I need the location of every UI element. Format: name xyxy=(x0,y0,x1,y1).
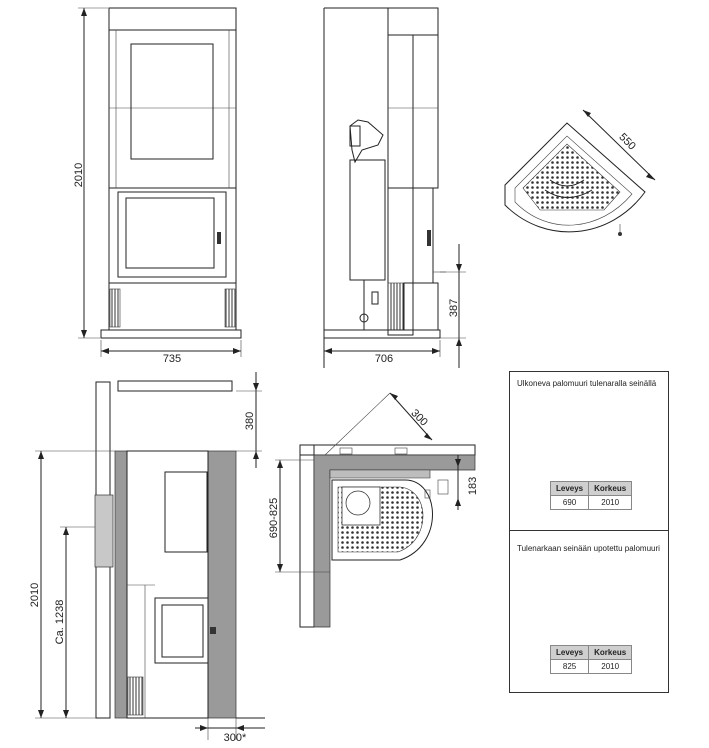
section-top-label: 380 xyxy=(244,412,256,430)
table-header-width: Leveys xyxy=(549,645,590,660)
section-ca-label: Ca. 1238 xyxy=(54,600,66,645)
plan-183-label: 183 xyxy=(467,477,479,495)
plan-view: 690-825 183 300 xyxy=(268,392,479,628)
panel-divider xyxy=(509,530,669,531)
table-header-width: Leveys xyxy=(549,481,590,496)
table-header-height: Korkeus xyxy=(588,645,633,660)
table-header-height: Korkeus xyxy=(588,481,633,496)
side-view: 387 706 xyxy=(323,7,466,368)
table-cell-height: 2010 xyxy=(588,495,633,510)
table-cell-width: 825 xyxy=(549,659,590,674)
section-view: 380 2010 Ca. 1238 300* xyxy=(29,372,265,744)
spec-table-2: Leveys Korkeus 825 2010 xyxy=(549,645,633,674)
side-width-label: 706 xyxy=(375,353,393,365)
spec-table-1: Leveys Korkeus 690 2010 xyxy=(549,481,633,510)
side-height-label: 387 xyxy=(448,299,460,317)
plan-300-label: 300 xyxy=(408,407,429,428)
plan-range-label: 690-825 xyxy=(268,498,280,538)
front-height-label: 2010 xyxy=(73,163,85,187)
firewall-info-panel xyxy=(509,371,669,693)
section-height-label: 2010 xyxy=(29,583,41,607)
corner-width-label: 550 xyxy=(616,131,637,152)
panel-title-2: Tulenarkaan seinään upotettu palomuuri xyxy=(517,544,660,553)
front-view: 2010 735 xyxy=(73,7,242,365)
table-cell-height: 2010 xyxy=(588,659,633,674)
corner-top-view: 550 xyxy=(504,109,656,236)
panel-title-1: Ulkoneva palomuuri tulenaralla seinällä xyxy=(517,379,657,388)
section-offset-label: 300* xyxy=(224,732,247,744)
table-cell-width: 690 xyxy=(549,495,590,510)
front-width-label: 735 xyxy=(163,353,181,365)
